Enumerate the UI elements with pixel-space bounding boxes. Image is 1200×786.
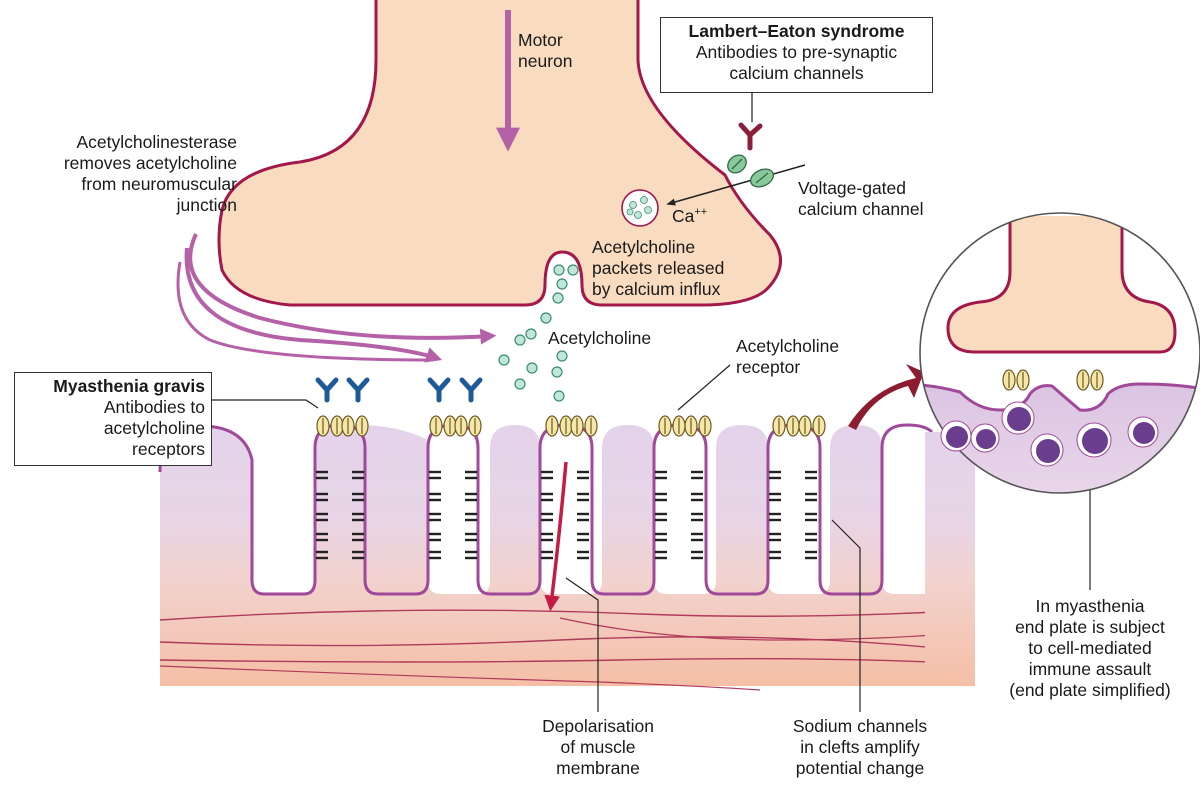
acetylcholine-dot — [556, 278, 568, 290]
myasthenia-gravis-title: Myasthenia gravis — [53, 376, 205, 396]
inset-receptors — [1002, 369, 1104, 391]
receptor — [1002, 369, 1030, 391]
lambert-eaton-box: Lambert–Eaton syndrome Antibodies to pre… — [660, 17, 933, 93]
immune-cells — [940, 401, 1159, 467]
lambert-eaton-title: Lambert–Eaton syndrome — [688, 21, 905, 41]
acetylcholine-dot — [514, 378, 526, 390]
acetylcholine-dot — [553, 390, 565, 402]
calcium-influx-arrow — [666, 164, 806, 206]
acetylcholine-dot — [552, 292, 564, 304]
myasthenia-antibodies — [315, 377, 483, 403]
receptor — [429, 415, 457, 437]
ach-receptor-label: Acetylcholine receptor — [736, 336, 840, 377]
acetylcholine-dot — [498, 354, 510, 366]
acetylcholine-molecules — [498, 264, 579, 402]
antibody — [346, 377, 370, 403]
immune-cell — [970, 423, 1000, 453]
acetylcholine-dot — [540, 312, 552, 324]
acetylcholine-receptors — [316, 415, 826, 437]
acetylcholine-dot — [567, 264, 579, 276]
myasthenia-gravis-box: Myasthenia gravis Antibodies to acetylch… — [14, 372, 212, 466]
acetylcholinesterase-label: Acetylcholinesterase removes acetylcholi… — [63, 132, 237, 215]
acetylcholine-dot — [553, 264, 565, 276]
inset-pointer-arrow — [848, 364, 924, 430]
sodium-channels-label: Sodium channels in clefts amplify potent… — [792, 716, 928, 778]
ach-packets-label: Acetylcholine packets released by calciu… — [592, 237, 725, 299]
acetylcholine-dot — [526, 362, 538, 374]
sodium-channels — [316, 470, 817, 560]
antibody — [459, 377, 483, 403]
receptor — [341, 415, 369, 437]
acetylcholinesterase-arrows — [176, 233, 497, 363]
immune-cell — [1127, 416, 1159, 448]
receptor — [570, 415, 598, 437]
receptor — [316, 415, 344, 437]
antibody — [427, 377, 451, 403]
immune-cell — [1001, 401, 1035, 435]
receptor — [798, 415, 826, 437]
acetylcholine-dot — [556, 350, 568, 362]
acetylcholine-dot — [551, 366, 563, 378]
motor-neuron-terminal — [217, 0, 782, 307]
motor-neuron-label: Motor neuron — [518, 30, 573, 71]
depolarisation-arrow — [544, 461, 568, 612]
inset-caption: In myasthenia end plate is subject to ce… — [1009, 596, 1171, 700]
immune-cell — [940, 420, 972, 452]
receptor — [684, 415, 712, 437]
receptor — [454, 415, 482, 437]
acetylcholine-label: Acetylcholine — [548, 328, 652, 348]
acetylcholine-dot — [514, 334, 526, 346]
acetylcholine-dot — [525, 328, 537, 340]
receptor — [545, 415, 573, 437]
lambert-antibody — [738, 122, 763, 151]
lambert-eaton-desc: Antibodies to pre-synaptic calcium chann… — [695, 42, 898, 83]
calcium-label: Ca++ — [672, 206, 708, 226]
immune-cell — [1076, 422, 1112, 458]
receptor — [1076, 369, 1104, 391]
myasthenia-gravis-desc: Antibodies to acetylcholine receptors — [103, 397, 205, 459]
immune-cell — [1030, 433, 1064, 467]
antibody — [315, 377, 339, 403]
voltage-gated-label: Voltage-gated calcium channel — [798, 178, 924, 219]
depolarisation-label: Depolarisation of muscle membrane — [542, 716, 654, 778]
vesicle — [621, 189, 659, 227]
calcium-channel — [727, 154, 775, 188]
receptor — [658, 415, 686, 437]
